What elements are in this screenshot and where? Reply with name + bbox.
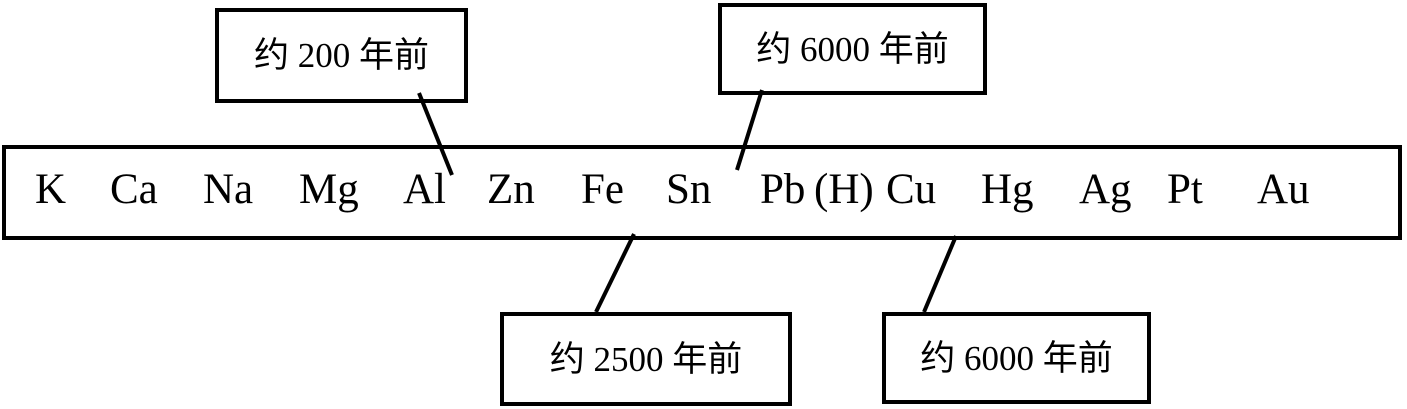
connector-line-2500-to-fe: [594, 233, 636, 313]
callout-label-6000-years-bottom: 约 6000 年前: [920, 338, 1113, 378]
connector-line-6000-to-cu: [922, 235, 958, 313]
element-symbol-au: Au: [1257, 166, 1310, 213]
callout-box-200-years: 约 200 年前: [215, 8, 468, 103]
element-symbol-ca: Ca: [110, 166, 158, 213]
callout-box-6000-years-bottom: 约 6000 年前: [882, 312, 1151, 404]
callout-label-200-years: 约 200 年前: [253, 36, 429, 75]
element-symbol-h: (H): [814, 166, 874, 213]
element-symbol-k: K: [35, 166, 67, 213]
callout-label-6000-years-top: 约 6000 年前: [756, 29, 949, 69]
element-series-band: [2, 145, 1402, 240]
element-symbol-mg: Mg: [299, 166, 359, 213]
element-symbol-sn: Sn: [666, 166, 712, 213]
element-symbol-cu: Cu: [886, 166, 937, 213]
callout-label-2500-years: 约 2500 年前: [549, 339, 743, 379]
callout-box-6000-years-top: 约 6000 年前: [718, 3, 987, 95]
element-symbol-al: Al: [403, 166, 446, 213]
element-symbol-fe: Fe: [581, 166, 624, 213]
element-symbol-na: Na: [203, 166, 254, 213]
element-symbol-hg: Hg: [981, 166, 1034, 213]
element-symbol-zn: Zn: [487, 166, 535, 213]
element-symbol-pt: Pt: [1167, 166, 1203, 213]
element-symbol-pb: Pb: [760, 166, 806, 213]
callout-box-2500-years: 约 2500 年前: [500, 312, 792, 406]
element-symbol-ag: Ag: [1079, 166, 1132, 213]
